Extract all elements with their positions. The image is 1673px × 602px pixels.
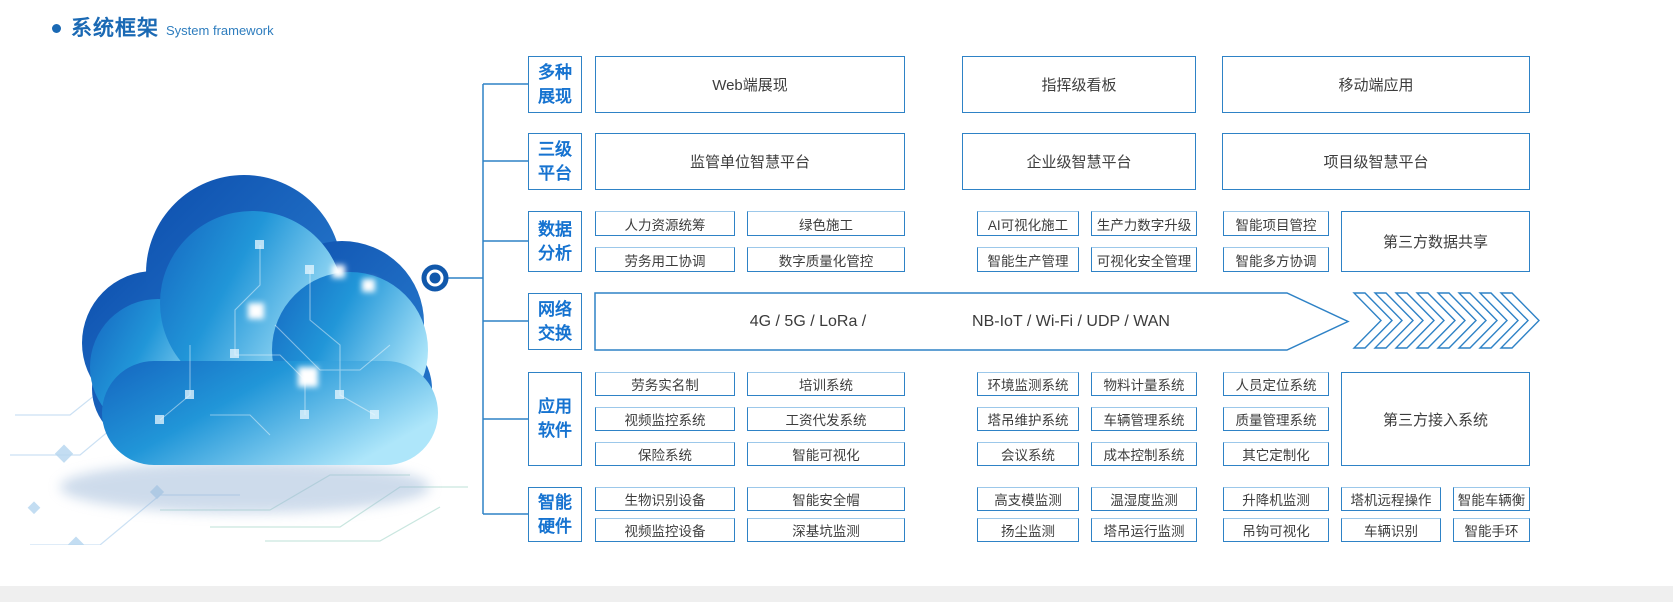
box-smart-production: 智能生产管理 xyxy=(977,247,1079,272)
box-tower-remote-control: 塔机远程操作 xyxy=(1341,487,1441,511)
row-label-smart-hardware: 智能硬件 xyxy=(528,487,582,542)
row-label-three-platforms: 三级平台 xyxy=(528,133,582,190)
box-hr-planning: 人力资源统筹 xyxy=(595,211,735,236)
box-crane-maintain-sys: 塔吊维护系统 xyxy=(977,407,1079,431)
network-arrow-body xyxy=(594,292,1350,351)
box-vehicle-manage-sys: 车辆管理系统 xyxy=(1091,407,1197,431)
row-label-data-analysis: 数据分析 xyxy=(528,211,582,272)
box-vehicle-recognition: 车辆识别 xyxy=(1341,518,1441,542)
box-biometric-device: 生物识别设备 xyxy=(595,487,735,511)
box-green-construction: 绿色施工 xyxy=(747,211,905,236)
box-video-monitor-device: 视频监控设备 xyxy=(595,518,735,542)
box-smart-wristband: 智能手环 xyxy=(1453,518,1530,542)
box-smart-visualization: 智能可视化 xyxy=(747,442,905,466)
network-protocols-right: NB-IoT / Wi-Fi / UDP / WAN xyxy=(972,313,1170,330)
row-label-app-software: 应用软件 xyxy=(528,372,582,466)
page-subtitle: System framework xyxy=(166,23,274,38)
box-material-measure-sys: 物料计量系统 xyxy=(1091,372,1197,396)
box-cost-control-sys: 成本控制系统 xyxy=(1091,442,1197,466)
cloud-illustration xyxy=(10,175,468,545)
box-digital-quality: 数字质量化管控 xyxy=(747,247,905,272)
network-protocols-left: 4G / 5G / LoRa / xyxy=(749,313,867,330)
box-training-sys: 培训系统 xyxy=(747,372,905,396)
box-dust-monitor: 扬尘监测 xyxy=(977,518,1079,542)
box-smart-weighbridge: 智能车辆衡 xyxy=(1453,487,1530,511)
box-video-monitor-sys: 视频监控系统 xyxy=(595,407,735,431)
box-ai-visual-construction: AI可视化施工 xyxy=(977,211,1079,236)
cloud-connector-node xyxy=(421,264,449,292)
box-smart-multiparty: 智能多方协调 xyxy=(1223,247,1329,272)
chevron-arrows-icon xyxy=(1352,292,1540,349)
box-enterprise-platform: 企业级智慧平台 xyxy=(962,133,1196,190)
box-insurance-sys: 保险系统 xyxy=(595,442,735,466)
bottom-gray-band xyxy=(0,586,1673,602)
box-formwork-monitor: 高支模监测 xyxy=(977,487,1079,511)
box-payroll-sys: 工资代发系统 xyxy=(747,407,905,431)
box-other-custom: 其它定制化 xyxy=(1223,442,1329,466)
cloud-glow-nodes xyxy=(248,265,375,387)
box-hook-visualization: 吊钩可视化 xyxy=(1223,518,1329,542)
cloud-shadow xyxy=(60,461,430,513)
box-temp-humidity-monitor: 温湿度监测 xyxy=(1091,487,1197,511)
box-personnel-locate-sys: 人员定位系统 xyxy=(1223,372,1329,396)
box-deep-pit-monitor: 深基坑监测 xyxy=(747,518,905,542)
box-visual-safety: 可视化安全管理 xyxy=(1091,247,1197,272)
page-title: 系统框架 xyxy=(71,17,159,40)
box-thirdparty-access-sys: 第三方接入系统 xyxy=(1341,372,1530,466)
box-thirdparty-data-share: 第三方数据共享 xyxy=(1341,211,1530,272)
box-mobile-app: 移动端应用 xyxy=(1222,56,1530,113)
box-labor-realname: 劳务实名制 xyxy=(595,372,735,396)
box-smart-helmet: 智能安全帽 xyxy=(747,487,905,511)
box-labor-coordination: 劳务用工协调 xyxy=(595,247,735,272)
box-project-platform: 项目级智慧平台 xyxy=(1222,133,1530,190)
box-productivity-upgrade: 生产力数字升级 xyxy=(1091,211,1197,236)
row-label-multi-display: 多种展现 xyxy=(528,56,582,113)
page-header: 系统框架 System framework xyxy=(52,12,274,42)
bullet-icon xyxy=(52,23,61,33)
cloud-circuit-nodes xyxy=(155,240,379,424)
box-crane-run-monitor: 塔吊运行监测 xyxy=(1091,518,1197,542)
row-label-network-exchange: 网络交换 xyxy=(528,293,582,350)
box-web-display: Web端展现 xyxy=(595,56,905,113)
box-hoist-monitor: 升降机监测 xyxy=(1223,487,1329,511)
box-meeting-sys: 会议系统 xyxy=(977,442,1079,466)
box-smart-project-control: 智能项目管控 xyxy=(1223,211,1329,236)
box-command-board: 指挥级看板 xyxy=(962,56,1196,113)
box-env-monitor-sys: 环境监测系统 xyxy=(977,372,1079,396)
box-regulator-platform: 监管单位智慧平台 xyxy=(595,133,905,190)
box-quality-manage-sys: 质量管理系统 xyxy=(1223,407,1329,431)
